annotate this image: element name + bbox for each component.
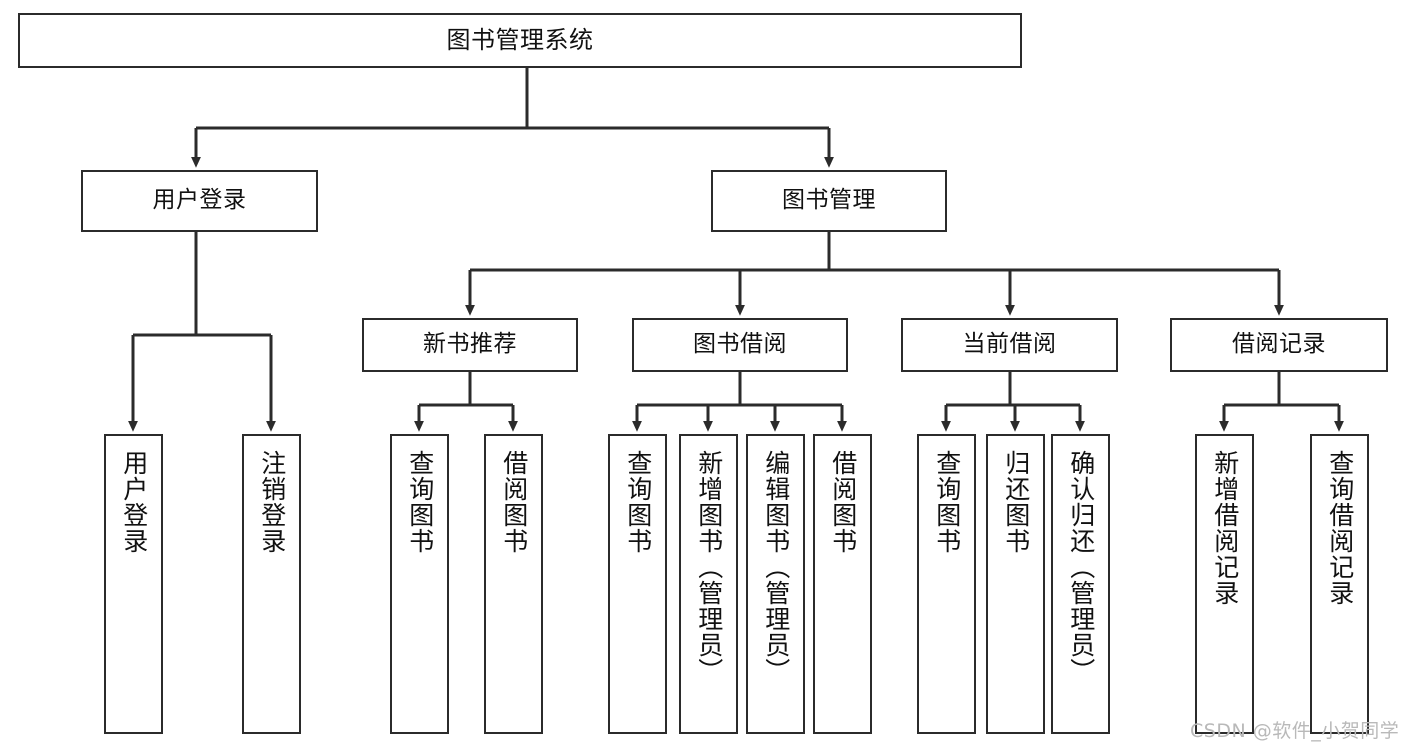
leaf-user-login[interactable]: 用户登录 — [104, 434, 163, 734]
node-label: 借阅记录 — [1232, 331, 1326, 358]
node-label: 新增图书（管理员） — [694, 450, 724, 684]
node-borrow-record[interactable]: 借阅记录 — [1170, 318, 1388, 372]
node-label: 借阅图书 — [828, 450, 858, 554]
leaf-recommend-query-book[interactable]: 查询图书 — [390, 434, 449, 734]
node-current-borrow[interactable]: 当前借阅 — [901, 318, 1118, 372]
node-label: 用户登录 — [119, 450, 149, 554]
node-label: 编辑图书（管理员） — [761, 450, 791, 684]
node-label: 图书借阅 — [693, 331, 787, 358]
node-new-book-recommend[interactable]: 新书推荐 — [362, 318, 578, 372]
node-book-management[interactable]: 图书管理 — [711, 170, 947, 232]
leaf-borrow-borrow-book[interactable]: 借阅图书 — [813, 434, 872, 734]
leaf-borrow-edit-book-admin[interactable]: 编辑图书（管理员） — [746, 434, 805, 734]
node-label: 当前借阅 — [962, 331, 1057, 358]
node-label: 确认归还（管理员） — [1066, 450, 1096, 684]
leaf-borrow-add-book-admin[interactable]: 新增图书（管理员） — [679, 434, 738, 734]
node-label: 注销登录 — [257, 450, 287, 554]
node-book-borrow[interactable]: 图书借阅 — [632, 318, 848, 372]
node-label: 借阅图书 — [499, 450, 529, 554]
node-label: 图书管理 — [782, 187, 876, 214]
node-label: 归还图书 — [1001, 450, 1031, 554]
node-label: 图书管理系统 — [446, 26, 594, 55]
node-root-book-management-system[interactable]: 图书管理系统 — [18, 13, 1022, 68]
leaf-current-query-book[interactable]: 查询图书 — [917, 434, 976, 734]
node-label: 新书推荐 — [423, 331, 517, 358]
node-label: 新增借阅记录 — [1210, 450, 1240, 606]
leaf-borrow-query-book[interactable]: 查询图书 — [608, 434, 667, 734]
node-label: 查询图书 — [932, 450, 962, 554]
node-label: 查询图书 — [623, 450, 653, 554]
leaf-current-confirm-return-admin[interactable]: 确认归还（管理员） — [1051, 434, 1110, 734]
leaf-logout-login[interactable]: 注销登录 — [242, 434, 301, 734]
node-user-login[interactable]: 用户登录 — [81, 170, 318, 232]
leaf-record-query-borrow-record[interactable]: 查询借阅记录 — [1310, 434, 1369, 734]
node-label: 查询图书 — [405, 450, 435, 554]
node-label: 用户登录 — [152, 187, 247, 214]
leaf-record-add-borrow-record[interactable]: 新增借阅记录 — [1195, 434, 1254, 734]
leaf-current-return-book[interactable]: 归还图书 — [986, 434, 1045, 734]
leaf-recommend-borrow-book[interactable]: 借阅图书 — [484, 434, 543, 734]
node-label: 查询借阅记录 — [1325, 450, 1355, 606]
